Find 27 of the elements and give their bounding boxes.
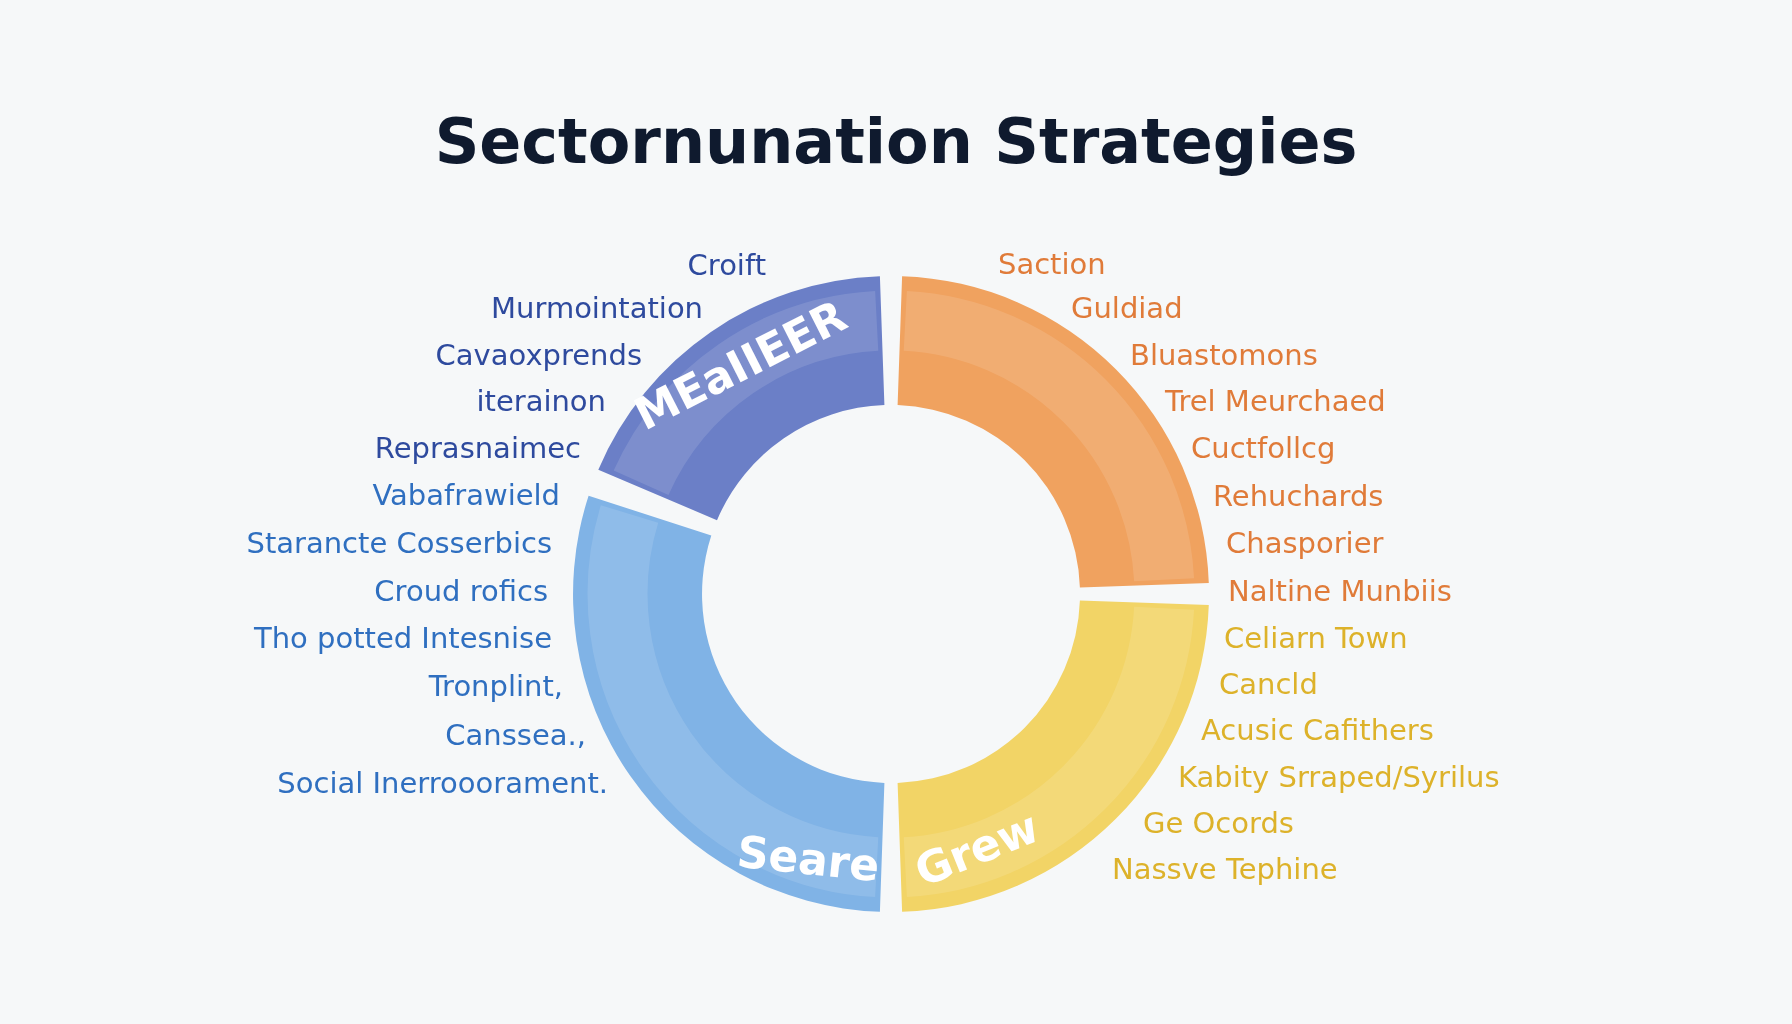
segment-list-item: Tronplint, (428, 668, 563, 704)
segment-list-item: Trel Meurchaed (1165, 383, 1386, 419)
segment-list-item: Kabity Srraped/Syrilus (1178, 759, 1500, 795)
segment-list-item: Reprasnaimec (374, 430, 581, 466)
segment-list-item: Naltine Munbiis (1228, 573, 1452, 609)
segment-list-item: Rehuchards (1213, 478, 1384, 514)
segment-list-item: Guldiad (1071, 290, 1183, 326)
segment-label: Grew (907, 801, 1046, 897)
segment-list-item: Bluastomons (1130, 337, 1318, 373)
segment-list-item: Croud rofics (374, 573, 548, 609)
segment-list-item: Canssea., (445, 717, 586, 753)
segment-list-item: Vabafrawield (372, 477, 560, 513)
segment-list-item: Acusic Cafithers (1201, 712, 1434, 748)
segment-list-item: Croift (687, 247, 766, 283)
segment-list-item: Chasporier (1226, 525, 1384, 561)
segment-list-item: iterainon (476, 383, 606, 419)
segment-list-item: Nassve Tephine (1112, 851, 1338, 887)
segment-list-item: Celiarn Town (1224, 620, 1408, 656)
segment-list-item: Social Inerrooorament. (277, 765, 608, 801)
segment-label: Seare (734, 825, 882, 892)
segment-list-item: Cuctfollcg (1191, 430, 1336, 466)
segment-list-item: Cancld (1219, 666, 1318, 702)
segment-list-item: Tho potted Intesnise (253, 620, 552, 656)
diagram-title: Sectornunation Strategies (434, 105, 1358, 178)
segment-list-item: Saction (998, 246, 1106, 282)
segment-list-item: Starancte Cosserbics (246, 525, 552, 561)
segment-list-item: Ge Ocords (1143, 805, 1294, 841)
